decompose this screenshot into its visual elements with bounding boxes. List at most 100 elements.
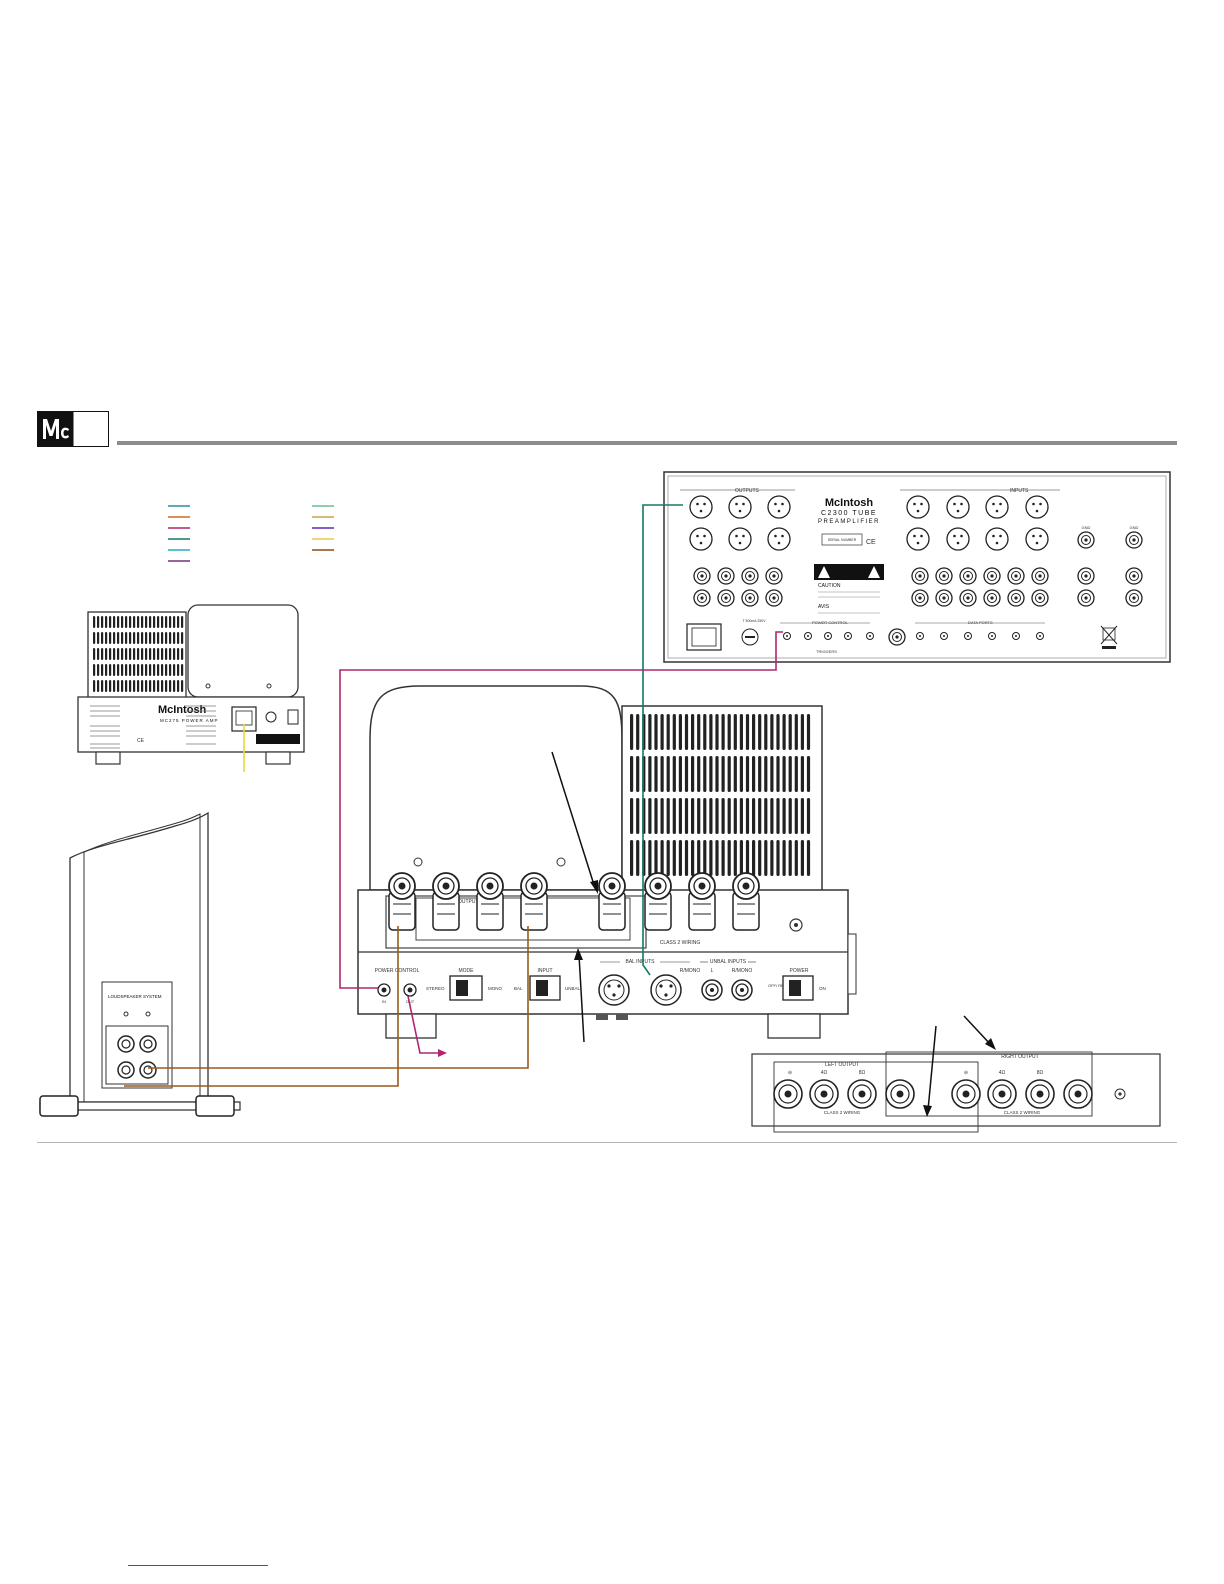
preamp-xlr-jack <box>906 495 930 519</box>
vent-slot <box>149 616 152 628</box>
amp-stereo-label: STEREO <box>426 986 445 991</box>
preamp-mini-jack <box>1036 632 1044 640</box>
vent-slot <box>630 756 634 792</box>
main-amp-vent-grille <box>630 714 811 876</box>
vent-slot <box>648 756 652 792</box>
vent-slot <box>137 648 140 660</box>
vent-slot <box>169 616 172 628</box>
vent-slot <box>678 798 682 834</box>
small-amp-vent-grille <box>93 616 184 692</box>
vent-slot <box>129 632 132 644</box>
preamp-rca-jack <box>1007 589 1025 607</box>
vent-slot <box>721 798 725 834</box>
preamp-rca-jack <box>717 567 735 585</box>
preamp-mini-jack <box>1012 632 1020 640</box>
vent-slot <box>752 798 756 834</box>
cable-teal-xlr <box>642 504 683 976</box>
vent-slot <box>703 756 707 792</box>
vent-slot <box>745 714 750 750</box>
vent-slot <box>125 616 128 628</box>
vent-slot <box>121 616 124 628</box>
vent-slot <box>93 632 96 644</box>
preamp-triggers: TRIGGERS <box>816 649 837 654</box>
vent-slot <box>697 714 701 750</box>
vent-slot <box>125 648 128 660</box>
vent-slot <box>117 664 120 676</box>
vent-slot <box>93 616 96 628</box>
amp-binding-post <box>644 872 672 931</box>
preamp-xlr-jack <box>728 527 752 551</box>
vent-slot <box>660 798 664 834</box>
vent-slot <box>788 756 792 792</box>
preamp-rca-jack <box>888 628 906 646</box>
vent-slot <box>173 664 176 676</box>
vent-slot <box>794 840 798 876</box>
vent-slot <box>101 616 104 628</box>
amp-unbal-rmono-label: R/MONO <box>732 968 753 974</box>
vent-slot <box>169 664 172 676</box>
output-terminal-detail: LEFT OUTPUT RIGHT OUTPUT CLASS 2 WIRING … <box>751 1015 1161 1133</box>
preamp-mini-jack <box>824 632 832 640</box>
vent-slot <box>181 648 184 660</box>
vent-slot <box>800 756 804 792</box>
vent-slot <box>121 648 124 660</box>
vent-slot <box>752 756 756 792</box>
vent-slot <box>101 632 104 644</box>
vent-slot <box>752 840 756 876</box>
vent-slot <box>101 664 104 676</box>
vent-slot <box>739 756 743 792</box>
preamp-rca-jack <box>983 567 1001 585</box>
detail-com-label-1: ⊖ <box>788 1070 792 1076</box>
vent-slot <box>97 632 100 644</box>
preamp-gnd-label-2: GND <box>1130 525 1139 530</box>
vent-slot <box>105 664 108 676</box>
vent-slot <box>745 840 750 876</box>
vent-slot <box>758 756 762 792</box>
preamp-avis: AVIS <box>818 604 830 610</box>
vent-slot <box>691 756 695 792</box>
vent-slot <box>109 680 112 692</box>
vent-slot <box>177 648 180 660</box>
vent-slot <box>697 798 701 834</box>
vent-slot <box>788 714 792 750</box>
vent-slot <box>113 616 116 628</box>
mcintosh-logo <box>37 411 109 447</box>
vent-slot <box>173 616 176 628</box>
vent-slot <box>733 798 737 834</box>
amp-mode-label: MODE <box>459 968 475 974</box>
preamp-mini-jack <box>844 632 852 640</box>
vent-slot <box>648 714 652 750</box>
vent-slot <box>101 648 104 660</box>
vent-slot <box>97 664 100 676</box>
vent-slot <box>709 840 713 876</box>
vent-slot <box>97 648 100 660</box>
footer-link-underline[interactable] <box>128 1565 268 1566</box>
cable-brown-speaker-2 <box>124 926 399 1087</box>
vent-slot <box>770 714 774 750</box>
vent-slot <box>806 798 811 834</box>
preamp-rca-jack <box>693 567 711 585</box>
cables <box>124 504 783 1087</box>
vent-slot <box>161 680 164 692</box>
amp-unbal-inputs-label: UNBAL INPUTS <box>710 959 747 965</box>
vent-slot <box>109 616 112 628</box>
vent-slot <box>697 756 701 792</box>
vent-slot <box>105 648 108 660</box>
vent-slot <box>630 840 634 876</box>
vent-slot <box>145 616 148 628</box>
vent-slot <box>776 756 780 792</box>
amp-power-label: POWER <box>790 968 809 974</box>
vent-slot <box>703 714 707 750</box>
vent-slot <box>684 840 689 876</box>
preamp-mini-jack <box>804 632 812 640</box>
vent-slot <box>181 664 184 676</box>
vent-slot <box>181 616 184 628</box>
vent-slot <box>121 680 124 692</box>
vent-slot <box>93 648 96 660</box>
vent-slot <box>105 632 108 644</box>
detail-binding-post <box>809 1079 839 1109</box>
main-amp-binding-posts <box>388 872 760 931</box>
vent-slot <box>117 680 120 692</box>
preamp-rca-jack <box>1077 531 1095 549</box>
vent-slot <box>684 714 689 750</box>
